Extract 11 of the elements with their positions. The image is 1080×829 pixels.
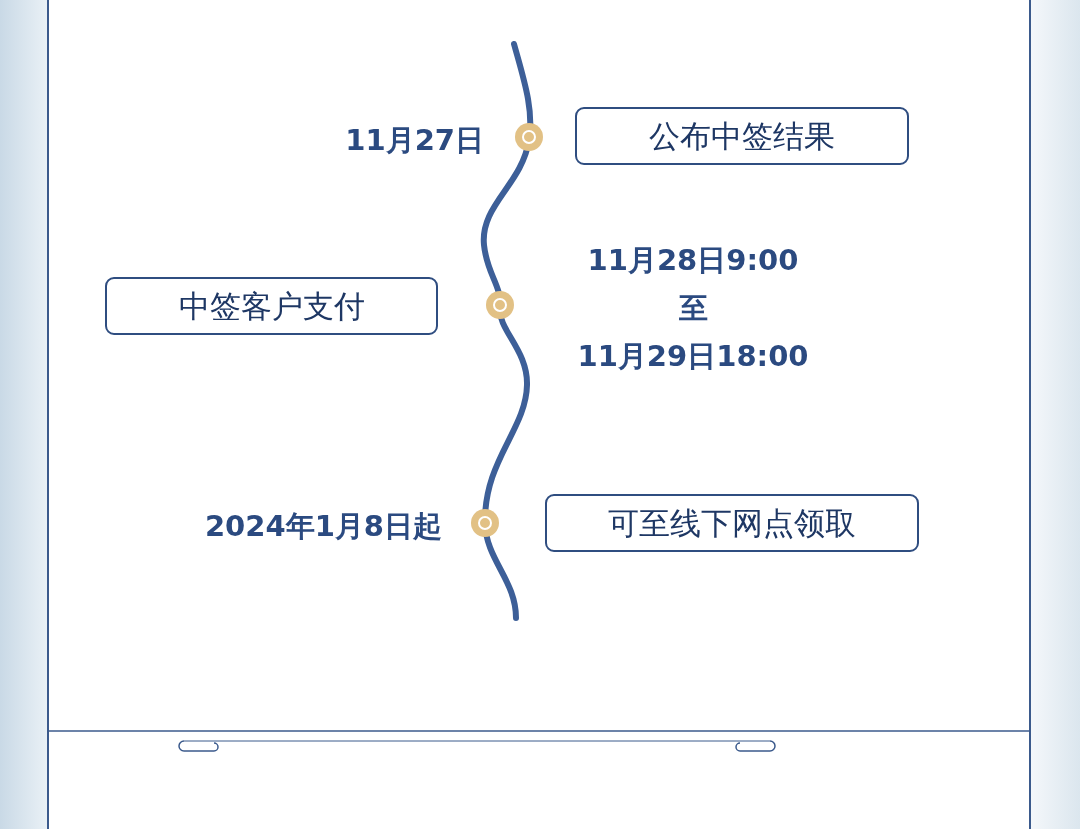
date-label: 11月27日 bbox=[345, 122, 484, 159]
step-box bbox=[105, 277, 438, 335]
step-label: 公布中签结果 bbox=[649, 116, 835, 156]
date-label: 至 bbox=[678, 290, 708, 327]
date-label: 2024年1月8日起 bbox=[204, 508, 442, 545]
date-label: 11月28日9:00 bbox=[587, 242, 799, 279]
step-box bbox=[545, 494, 919, 552]
step-label: 可至线下网点领取 bbox=[608, 503, 856, 543]
step-label: 中签客户支付 bbox=[178, 286, 365, 326]
step-box bbox=[575, 107, 909, 165]
date-label: 11月29日18:00 bbox=[577, 338, 809, 375]
